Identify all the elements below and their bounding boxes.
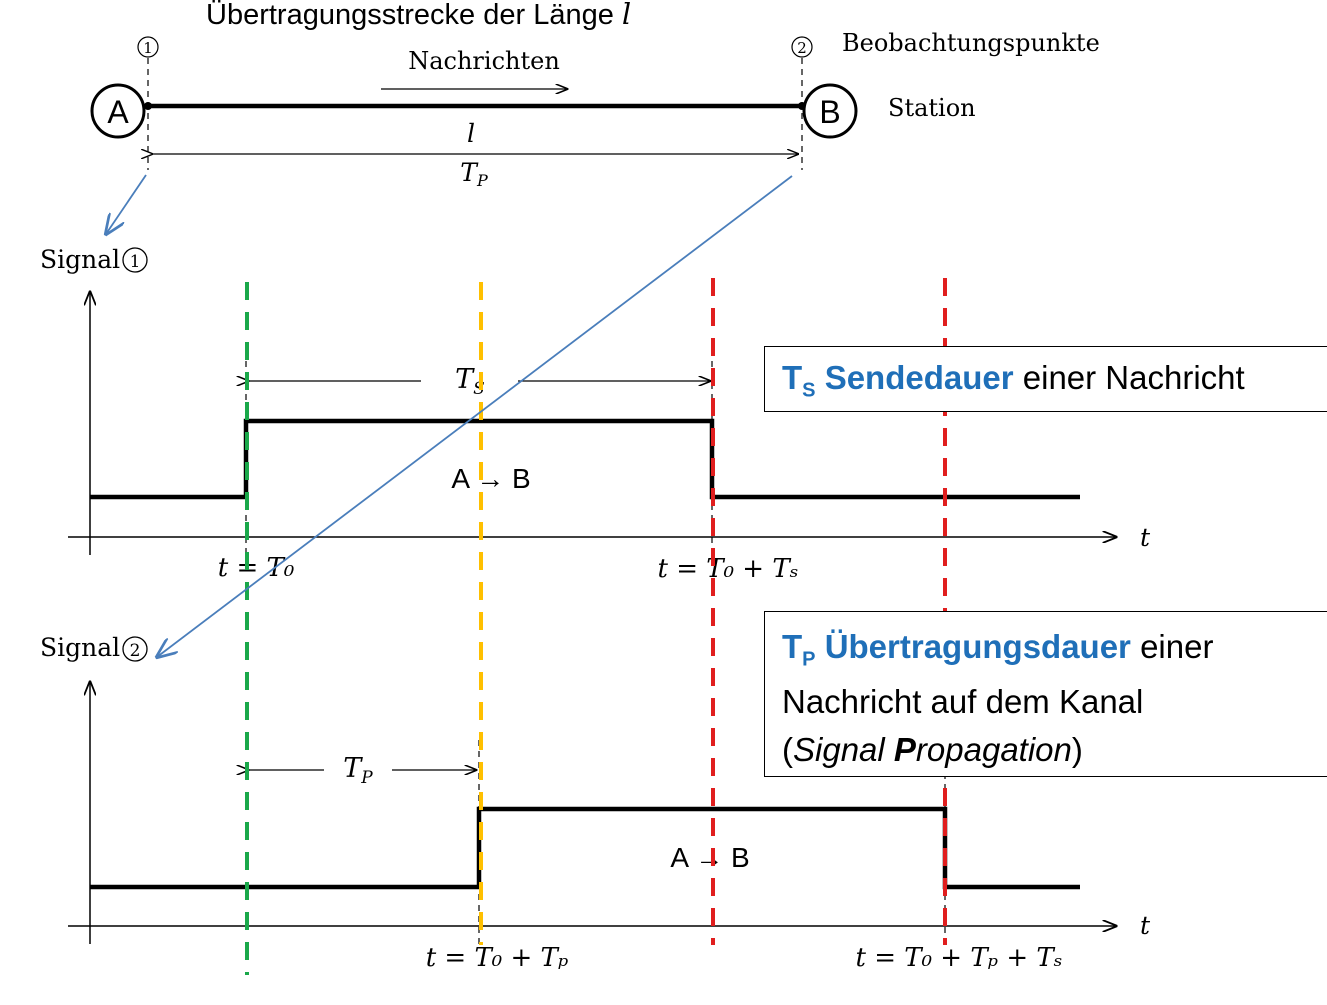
svg-text:2: 2: [797, 39, 807, 57]
ts-rest: einer Nachricht: [1013, 359, 1245, 396]
signal2-message: A → B: [670, 842, 749, 873]
svg-text:B: B: [819, 94, 840, 130]
tp-line2: Nachricht auf dem Kanal: [782, 682, 1144, 720]
svg-text:A: A: [107, 94, 129, 130]
signal2-marker: 2: [122, 636, 148, 662]
tp-definition-box: TP Übertragungsdauer einer Nachricht auf…: [764, 611, 1327, 777]
length-label: l: [467, 119, 475, 148]
signal1-marker: 1: [122, 247, 148, 273]
signal1-message: A → B: [451, 463, 530, 494]
signal1-tick-start: t = T₀: [218, 553, 295, 583]
signal1-t-label: t: [1140, 523, 1151, 552]
signal2-tick-end: t = T₀ + Tₚ + Tₛ: [856, 943, 1063, 973]
station-a: A: [90, 83, 146, 139]
signal1-tick-end: t = T₀ + Tₛ: [658, 554, 799, 584]
signal1-waveform: [90, 418, 1080, 500]
tp-line3: (Signal Propagation): [782, 730, 1083, 768]
svg-text:1: 1: [143, 39, 153, 57]
messages-label: Nachrichten: [408, 47, 560, 75]
observation-points-label: Beobachtungspunkte: [842, 29, 1100, 57]
top-tp-label: TP: [460, 158, 488, 190]
svg-text:1: 1: [130, 252, 141, 272]
line-end-a: [144, 102, 152, 110]
signal2-t-label: t: [1140, 911, 1151, 940]
pointer-to-signal2: [157, 175, 793, 657]
signal1-label: Signal: [40, 245, 120, 274]
signal2-label: Signal: [40, 633, 120, 662]
pointer-to-signal1: [106, 174, 147, 234]
station-b: B: [802, 83, 858, 139]
station-label: Station: [888, 94, 976, 122]
ts-definition-box: TS Sendedauer einer Nachricht: [764, 346, 1327, 412]
observation-point-2: 2: [791, 36, 813, 58]
top-title: Übertragungsstrecke der Länge l: [206, 0, 631, 31]
signal2-waveform: [90, 806, 1080, 890]
tp-symbol: TP Übertragungsdauer: [782, 628, 1131, 671]
observation-point-1: 1: [137, 36, 159, 58]
svg-text:2: 2: [130, 641, 141, 661]
tp-line1: TP Übertragungsdauer einer: [782, 628, 1214, 671]
ts-symbol: TS Sendedauer: [782, 359, 1014, 402]
signal2-tp-label: TP: [343, 753, 373, 788]
signal2-tick-start: t = T₀ + Tₚ: [426, 943, 569, 973]
